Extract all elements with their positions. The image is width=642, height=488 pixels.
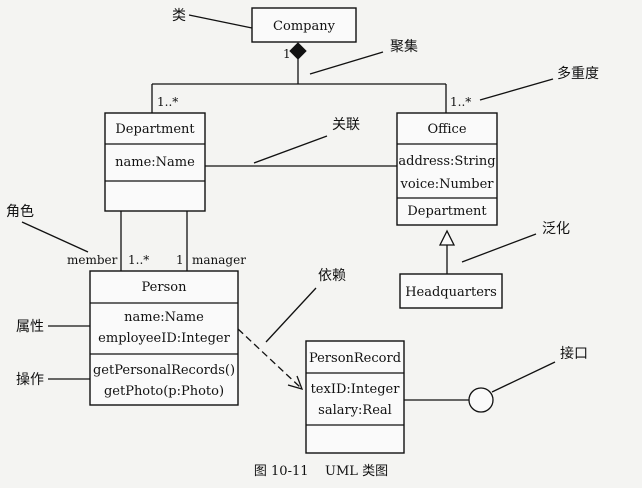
dependency-connector [237, 328, 304, 390]
multiplicity-company-end: 1 [283, 47, 291, 61]
person-operation: getPhoto(p:Photo) [104, 384, 224, 399]
office-operation: Department [407, 204, 487, 219]
person-attribute: name:Name [124, 310, 204, 325]
person-operation: getPersonalRecords() [93, 363, 235, 378]
class-department: Department name:Name [104, 112, 206, 212]
interface-lollipop [404, 387, 494, 413]
class-personrecord: PersonRecord texID:Integer salary:Real [305, 340, 405, 454]
class-office-name: Office [427, 122, 466, 137]
class-company-name: Company [273, 19, 336, 34]
interface-circle [468, 387, 494, 413]
annotation-aggregation: 聚集 [390, 38, 418, 55]
annotation-operation: 操作 [16, 372, 44, 388]
multiplicity-manager: 1 [176, 253, 184, 267]
annotation-attribute: 属性 [16, 319, 44, 335]
class-headquarters: Headquarters [399, 273, 503, 309]
multiplicity-department-end: 1..* [157, 95, 178, 109]
annotation-multiplicity: 多重度 [557, 65, 599, 82]
composition-diamond [289, 42, 307, 60]
generalization-triangle [438, 229, 456, 246]
person-attribute: employeeID:Integer [98, 331, 230, 346]
annotations: 类 聚集 多重度 关联 角色 泛化 依赖 属性 操作 接口 [6, 8, 599, 393]
class-person-name: Person [142, 280, 188, 295]
class-personrecord-name: PersonRecord [309, 351, 401, 366]
annotation-interface: 接口 [560, 345, 588, 362]
generalization-connector [438, 229, 456, 274]
annotation-role: 角色 [6, 203, 34, 220]
annotation-dependency: 依赖 [318, 268, 346, 284]
role-member: member [67, 253, 118, 267]
class-headquarters-name: Headquarters [405, 285, 497, 300]
aggregation-connector [151, 42, 447, 113]
figure-caption: 图 10-11 UML 类图 [254, 464, 388, 479]
department-attribute: name:Name [115, 155, 195, 170]
annotation-association: 关联 [332, 117, 360, 133]
class-department-name: Department [115, 122, 195, 137]
multiplicity-member: 1..* [128, 253, 149, 267]
annotation-generalization: 泛化 [542, 221, 570, 237]
class-company: Company [251, 7, 357, 43]
office-attribute: address:String [398, 154, 495, 169]
personrecord-attribute: salary:Real [318, 403, 392, 418]
class-person: Person name:Name employeeID:Integer getP… [89, 270, 239, 406]
annotation-class: 类 [172, 8, 186, 24]
class-office: Office address:String voice:Number Depar… [396, 112, 498, 226]
office-attribute: voice:Number [400, 177, 495, 192]
role-manager: manager [192, 253, 246, 267]
personrecord-attribute: texID:Integer [311, 382, 401, 397]
multiplicity-office-end: 1..* [450, 95, 471, 109]
